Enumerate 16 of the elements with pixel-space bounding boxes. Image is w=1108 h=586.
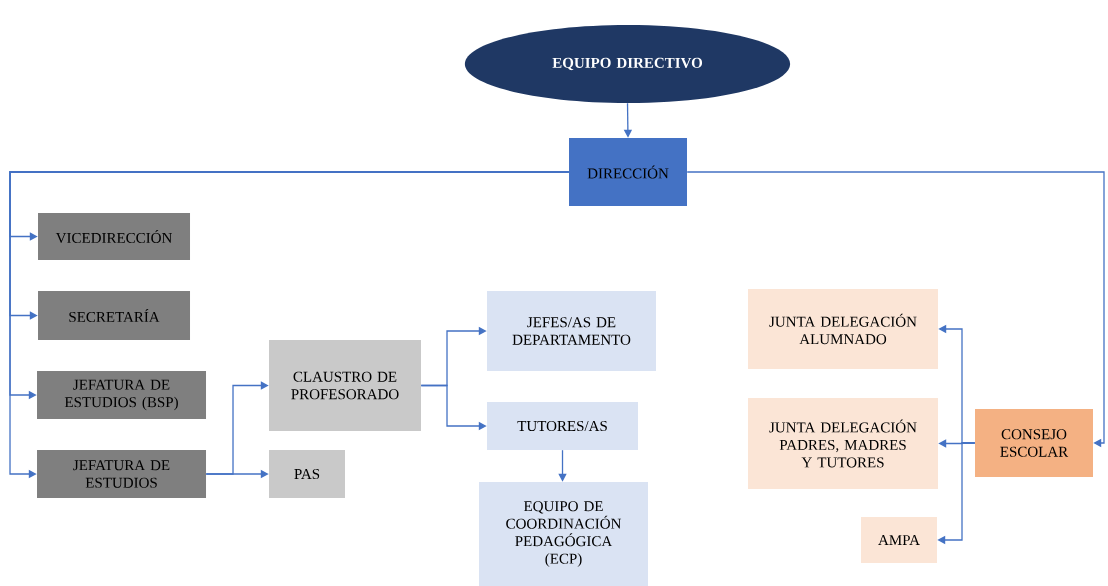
process-box: DIRECCIÓN bbox=[569, 138, 687, 206]
arrow bbox=[686, 171, 1105, 448]
process-box: JEFATURA DE ESTUDIOS bbox=[37, 450, 206, 498]
process-box: PAS bbox=[269, 450, 345, 498]
process-box: JEFES/AS DE DEPARTAMENTO bbox=[487, 291, 656, 371]
process-box: JUNTA DELEGACIÓN ALUMNADO bbox=[748, 289, 938, 369]
process-box: CLAUSTRO DE PROFESORADO bbox=[269, 340, 421, 431]
process-box: VICEDIRECCIÓN bbox=[38, 213, 190, 260]
process-box: EQUIPO DE COORDINACIÓN PEDAGÓGICA (ECP) bbox=[479, 482, 648, 586]
process-box: CONSEJO ESCOLAR bbox=[975, 409, 1093, 477]
process-box: JUNTA DELEGACIÓN PADRES, MADRES Y TUTORES bbox=[748, 398, 938, 489]
process-box: AMPA bbox=[861, 517, 937, 563]
process-box: TUTORES/AS bbox=[487, 402, 638, 450]
process-box: JEFATURA DE ESTUDIOS (BSP) bbox=[37, 371, 206, 419]
oval-node: EQUIPO DIRECTIVO bbox=[464, 25, 791, 103]
process-box: SECRETARÍA bbox=[38, 291, 190, 340]
